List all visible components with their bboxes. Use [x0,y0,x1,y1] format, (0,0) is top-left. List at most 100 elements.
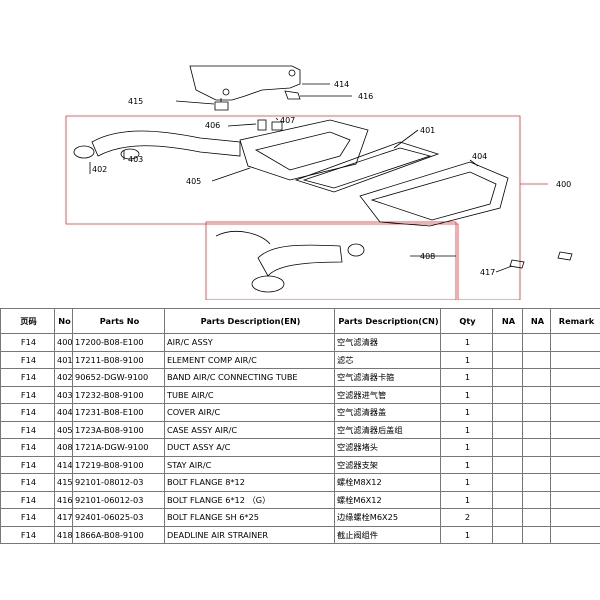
duct-drawing [257,244,343,277]
cell-desc-cn: 滤芯 [334,350,441,369]
cell-parts-no: 17219-B08-9100 [72,455,165,474]
cell-na-2 [522,368,551,387]
cell-na-1 [492,385,523,404]
cell-parts-no: 17231-B08-E100 [72,403,165,422]
header-remark: Remark [550,308,600,334]
cell-desc-cn: 空气滤清器后盖组 [334,420,441,439]
cell-remark [550,403,600,422]
parts-table: 页码 No Parts No Parts Description(EN) Par… [0,308,600,544]
cell-desc-cn: 空气滤清器卡箍 [334,368,441,387]
cell-na-2 [522,473,551,492]
cell-remark [550,525,600,544]
table-header-row: 页码 No Parts No Parts Description(EN) Par… [0,308,600,334]
tube-drawing [91,130,241,157]
cell-no: 418 [54,525,73,544]
cell-na-1 [492,403,523,422]
cell-na-2 [522,490,551,509]
cell-na-1 [492,350,523,369]
cell-page: F14 [0,438,55,457]
cell-no: 402 [54,368,73,387]
cell-qty: 1 [440,438,493,457]
header-desc-en: Parts Description(EN) [164,308,335,334]
cell-na-1 [492,525,523,544]
cell-na-1 [492,368,523,387]
cell-na-1 [492,438,523,457]
cell-no: 417 [54,508,73,527]
cell-desc-en: TUBE AIR/C [164,385,335,404]
cell-qty: 2 [440,508,493,527]
cell-remark [550,350,600,369]
callout-417: 417 [480,268,495,277]
callout-414: 414 [334,80,349,89]
cell-no: 415 [54,473,73,492]
cell-desc-en: BAND AIR/C CONNECTING TUBE [164,368,335,387]
header-desc-cn: Parts Description(CN) [334,308,441,334]
cell-parts-no: 92101-06012-03 [72,490,165,509]
cell-no: 408 [54,438,73,457]
callout-406: 406 [205,121,220,130]
cell-desc-cn: 空滤器堵头 [334,438,441,457]
cell-desc-cn: 边缘螺栓M6X25 [334,508,441,527]
cell-no: 404 [54,403,73,422]
cell-parts-no: 17211-B08-9100 [72,350,165,369]
cell-no: 414 [54,455,73,474]
cell-desc-cn: 空气滤清器 [334,333,441,352]
assembly-outline-red [65,115,521,300]
header-na-2: NA [522,308,551,334]
cell-qty: 1 [440,333,493,352]
callout-403: 403 [128,155,143,164]
cell-no: 405 [54,420,73,439]
cell-qty: 1 [440,525,493,544]
cell-qty: 1 [440,350,493,369]
callout-416: 416 [358,92,373,101]
cell-desc-en: DEADLINE AIR STRAINER [164,525,335,544]
header-page: 页码 [0,308,55,334]
cell-page: F14 [0,490,55,509]
cell-no: 416 [54,490,73,509]
cell-desc-cn: 空滤器支架 [334,455,441,474]
cell-na-2 [522,438,551,457]
cell-parts-no: 17232-B08-9100 [72,385,165,404]
cell-na-2 [522,350,551,369]
stay-bracket-drawing [189,65,301,101]
parts-exploded-diagram: 414 415 416 406 407 401 402 403 404 405 … [65,65,573,300]
callout-401: 401 [420,126,435,135]
callout-408: 408 [420,252,435,261]
cell-remark [550,438,600,457]
cell-parts-no: 1721A-DGW-9100 [72,438,165,457]
cell-parts-no: 17200-B08-E100 [72,333,165,352]
cell-desc-cn: 螺栓M8X12 [334,473,441,492]
callout-402: 402 [92,165,107,174]
cell-na-1 [492,333,523,352]
cell-page: F14 [0,403,55,422]
cell-page: F14 [0,420,55,439]
cell-na-1 [492,473,523,492]
cell-na-2 [522,525,551,544]
cell-na-2 [522,385,551,404]
cell-remark [550,368,600,387]
band-drawing [73,145,95,159]
cell-desc-cn: 螺栓M6X12 [334,490,441,509]
cell-na-2 [522,420,551,439]
cell-remark [550,455,600,474]
cell-remark [550,508,600,527]
cell-page: F14 [0,525,55,544]
cell-na-1 [492,490,523,509]
cell-parts-no: 90652-DGW-9100 [72,368,165,387]
duct-outline-red [205,221,457,300]
cell-desc-en: DUCT ASSY A/C [164,438,335,457]
cell-qty: 1 [440,455,493,474]
cell-qty: 1 [440,490,493,509]
cell-page: F14 [0,473,55,492]
cell-desc-en: ELEMENT COMP AIR/C [164,350,335,369]
header-parts-no: Parts No [72,308,165,334]
cell-na-1 [492,420,523,439]
cell-remark [550,333,600,352]
